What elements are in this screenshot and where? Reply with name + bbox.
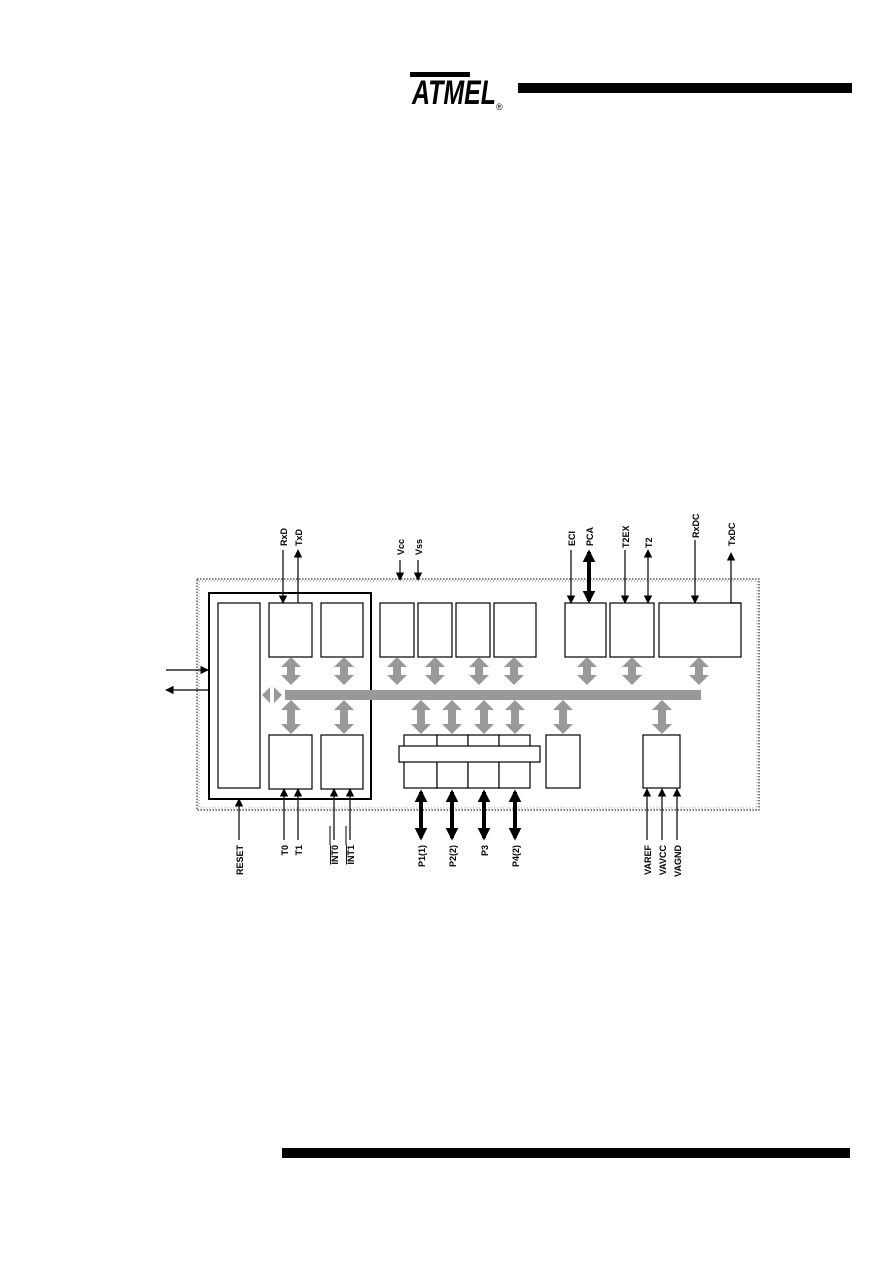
memory-block-4 xyxy=(493,602,537,658)
bus-arrow-interrupt xyxy=(334,700,354,734)
port-common-bar xyxy=(398,745,541,763)
label-eci: ECI xyxy=(567,531,577,546)
bus-arrow-p1 xyxy=(411,700,431,734)
timer-block xyxy=(268,734,313,790)
ram-block xyxy=(320,602,364,658)
bus-arrows xyxy=(281,657,709,734)
label-vavcc: VAVCC xyxy=(658,845,668,876)
can-block xyxy=(658,602,742,658)
header-rule xyxy=(518,83,852,93)
bus-arrow-watchdog xyxy=(553,700,573,734)
bus-arrow-p4 xyxy=(505,700,525,734)
timer2-block xyxy=(609,602,655,658)
bus-arrow-pca xyxy=(577,657,597,685)
bus-arrow-adc xyxy=(652,700,672,734)
bus-arrow-p2 xyxy=(442,700,462,734)
uart-block xyxy=(268,602,313,658)
memory-block-3 xyxy=(455,602,491,658)
label-p1: P1(1) xyxy=(417,845,427,867)
label-int0: INT0 xyxy=(330,845,340,865)
bus-arrow-can xyxy=(689,657,709,685)
bus-arrow-mem2 xyxy=(425,657,445,685)
label-txd: TxD xyxy=(294,528,304,546)
txdc-line xyxy=(726,552,741,604)
logo-bar xyxy=(410,72,470,77)
label-p2: P2(2) xyxy=(448,845,458,867)
label-varef: VAREF xyxy=(643,845,653,875)
pca-block xyxy=(564,602,607,658)
atmel-logo: ATMEL ® xyxy=(410,68,506,112)
memory-block-1 xyxy=(379,602,415,658)
label-reset: RESET xyxy=(235,845,245,876)
memory-block-2 xyxy=(417,602,453,658)
label-txdc: TxDC xyxy=(727,522,737,546)
label-pca: PCA xyxy=(585,526,595,546)
label-rxd: RxD xyxy=(279,527,289,546)
label-p4: P4(2) xyxy=(511,845,521,867)
label-rxdc: RxDC xyxy=(691,513,701,538)
label-p3: P3 xyxy=(480,845,490,856)
label-int1: INT1 xyxy=(346,845,356,865)
label-t2ex: T2EX xyxy=(621,525,631,548)
bus-arrow-ram xyxy=(334,657,354,685)
cpu-block xyxy=(217,602,261,789)
bus-arrow-timer xyxy=(281,700,301,734)
label-t2: T2 xyxy=(644,537,654,548)
bus-arrow-mem4 xyxy=(504,657,524,685)
label-vcc: Vcc xyxy=(396,539,406,555)
bus-arrow-uart xyxy=(281,657,301,685)
footer-rule xyxy=(282,1148,850,1158)
adc-block xyxy=(642,734,681,789)
bus-arrow-timer2 xyxy=(622,657,642,685)
interrupt-block xyxy=(320,734,364,790)
bus-arrow-mem3 xyxy=(469,657,489,685)
logo-registered-mark: ® xyxy=(496,102,503,112)
label-vss: Vss xyxy=(414,539,424,555)
bus-arrow-p3 xyxy=(474,700,494,734)
internal-bus xyxy=(262,687,701,703)
bus-arrow-mem1 xyxy=(387,657,407,685)
label-t1: T1 xyxy=(294,845,304,856)
label-t0: T0 xyxy=(280,845,290,856)
watchdog-block xyxy=(545,734,581,789)
label-vagnd: VAGND xyxy=(673,845,683,877)
logo-text: ATMEL xyxy=(411,74,496,112)
